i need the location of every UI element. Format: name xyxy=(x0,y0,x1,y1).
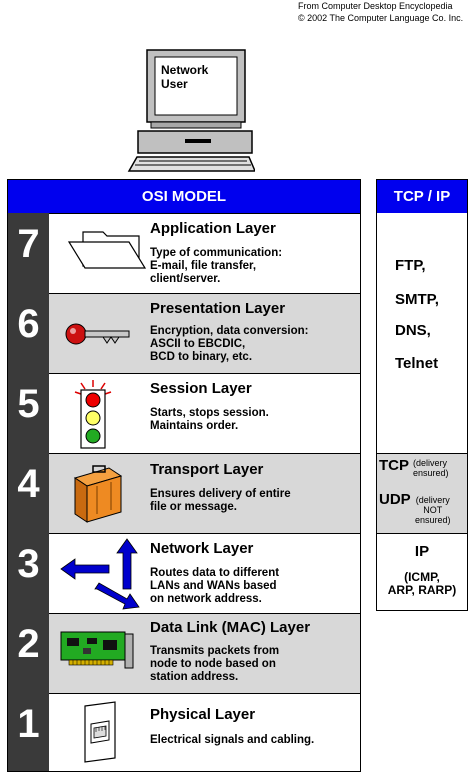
layer-title: Transport Layer xyxy=(150,461,264,478)
osi-header: OSI MODEL xyxy=(8,180,360,213)
key-icon xyxy=(65,323,130,345)
layer-row-presentation: Presentation Layer Encryption, data conv… xyxy=(49,293,360,373)
traffic-light-icon xyxy=(74,380,112,449)
credit-text: From Computer Desktop Encyclopedia © 200… xyxy=(298,0,463,24)
layer-row-network: Network Layer Routes data to different L… xyxy=(49,533,360,613)
layer-description: Electrical signals and cabling. xyxy=(150,734,315,746)
protocol-ip: IP xyxy=(414,543,430,560)
computer-icon xyxy=(127,49,255,172)
tcpip-table: TCP / IP FTP, SMTP, DNS, Telnet TCP (del… xyxy=(376,179,468,611)
layer-description: Encryption, data conversion: ASCII to EB… xyxy=(150,325,309,363)
layer-row-application: Application Layer Type of communication:… xyxy=(49,213,360,293)
network-user-label: Network User xyxy=(161,63,208,91)
layer-number-2: 2 xyxy=(17,622,40,666)
protocol-smtp: SMTP, xyxy=(395,291,439,308)
layer-title: Presentation Layer xyxy=(150,300,286,317)
layer-description: Ensures delivery of entire file or messa… xyxy=(150,488,291,513)
layer-description: Routes data to different LANs and WANs b… xyxy=(150,567,280,605)
layer-row-transport: Transport Layer Ensures delivery of enti… xyxy=(49,453,360,533)
folder-icon xyxy=(67,231,147,269)
tcpip-header: TCP / IP xyxy=(377,180,467,213)
layer-title: Application Layer xyxy=(150,220,276,237)
layer-number-7: 7 xyxy=(17,222,40,266)
layer-description: Starts, stops session. Maintains order. xyxy=(150,407,269,432)
layer-description: Type of communication: E-mail, file tran… xyxy=(150,247,283,285)
udp-note: (delivery NOT ensured) xyxy=(415,495,451,525)
layer-number-3: 3 xyxy=(17,542,40,586)
layer-title: Session Layer xyxy=(150,380,252,397)
layer-title: Physical Layer xyxy=(150,706,256,723)
layer-title: Network Layer xyxy=(150,540,254,557)
layer-row-data-link: Data Link (MAC) Layer Transmits packets … xyxy=(49,613,360,693)
credit-line-2: © 2002 The Computer Language Co. Inc. xyxy=(298,13,464,23)
suitcase-icon xyxy=(73,465,123,523)
tcp-note: (delivery ensured) xyxy=(413,458,449,478)
layer-number-1: 1 xyxy=(17,702,40,746)
protocol-telnet: Telnet xyxy=(395,355,439,372)
credit-line-1: From Computer Desktop Encyclopedia xyxy=(298,1,453,11)
protocol-ftp: FTP, xyxy=(395,257,426,274)
layer-title: Data Link (MAC) Layer xyxy=(150,619,311,636)
protocol-udp: UDP xyxy=(379,491,411,508)
screen-line-2: User xyxy=(161,77,188,91)
ip-detail: (ICMP, ARP, RARP) xyxy=(387,570,457,597)
layer-number-5: 5 xyxy=(17,382,40,426)
tcpip-transport-section: TCP (delivery ensured) UDP (delivery NOT… xyxy=(377,453,467,533)
routing-arrows-icon xyxy=(60,538,140,610)
tcpip-network-section: IP (ICMP, ARP, RARP) xyxy=(377,533,467,611)
layer-number-4: 4 xyxy=(17,462,40,506)
protocol-dns: DNS, xyxy=(395,322,431,339)
layer-number-6: 6 xyxy=(17,302,40,346)
network-jack-icon xyxy=(84,701,116,763)
screen-line-1: Network xyxy=(161,63,209,77)
layer-row-physical: Physical Layer Electrical signals and ca… xyxy=(49,693,360,771)
number-column xyxy=(8,213,49,771)
network-card-icon xyxy=(60,631,134,669)
protocol-tcp: TCP xyxy=(379,457,409,474)
osi-model-table: OSI MODEL 7 Application Layer Type of co… xyxy=(7,179,361,772)
layer-row-session: Session Layer Starts, stops session. Mai… xyxy=(49,373,360,453)
layer-description: Transmits packets from node to node base… xyxy=(150,645,280,683)
